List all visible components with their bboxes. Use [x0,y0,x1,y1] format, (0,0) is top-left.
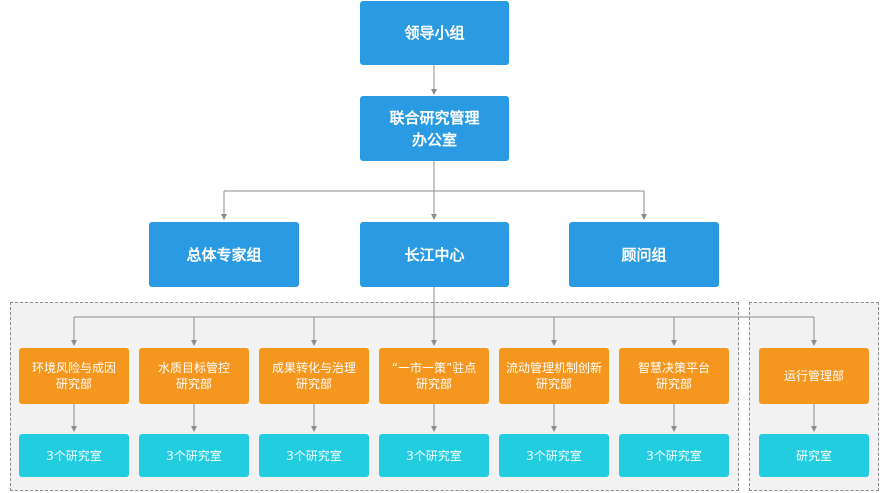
department-box: 流动管理机制创新 研究部 [499,348,609,404]
department-box: 环境风险与成因 研究部 [19,348,129,404]
operations-room-box: 研究室 [759,434,869,477]
research-room-label: 3个研究室 [46,448,102,463]
research-room-label: 3个研究室 [406,448,462,463]
research-room-box: 3个研究室 [379,434,489,477]
advisor-group-label: 顾问组 [621,245,667,264]
research-room-label: 3个研究室 [166,448,222,463]
research-room-label: 3个研究室 [526,448,582,463]
expert-group-box: 总体专家组 [149,222,299,287]
department-label: 环境风险与成因 研究部 [31,361,116,391]
research-room-label: 3个研究室 [286,448,342,463]
department-box: 成果转化与治理 研究部 [259,348,369,404]
department-label: 智慧决策平台 研究部 [637,361,710,391]
office-label: 联合研究管理 办公室 [389,108,480,149]
office-box: 联合研究管理 办公室 [360,96,509,161]
operations-department-label: 运行管理部 [783,369,844,383]
operations-room-label: 研究室 [795,448,832,463]
department-label: 水质目标管控 研究部 [157,361,230,391]
department-label: 成果转化与治理 研究部 [271,361,356,391]
department-box: 智慧决策平台 研究部 [619,348,729,404]
leadership-group-label: 领导小组 [404,24,465,42]
operations-department-box: 运行管理部 [759,348,869,404]
departments-group [10,302,739,491]
expert-group-label: 总体专家组 [186,245,262,264]
research-room-box: 3个研究室 [139,434,249,477]
department-box: “一市一策”驻点 研究部 [379,348,489,404]
yangtze-center-box: 长江中心 [360,222,509,287]
research-room-box: 3个研究室 [19,434,129,477]
department-box: 水质目标管控 研究部 [139,348,249,404]
research-room-box: 3个研究室 [499,434,609,477]
research-room-box: 3个研究室 [619,434,729,477]
department-label: “一市一策”驻点 研究部 [391,361,477,391]
department-label: 流动管理机制创新 研究部 [505,361,602,391]
yangtze-center-label: 长江中心 [404,245,465,264]
research-room-label: 3个研究室 [646,448,702,463]
advisor-group-box: 顾问组 [569,222,719,287]
leadership-group-box: 领导小组 [360,1,509,65]
research-room-box: 3个研究室 [259,434,369,477]
